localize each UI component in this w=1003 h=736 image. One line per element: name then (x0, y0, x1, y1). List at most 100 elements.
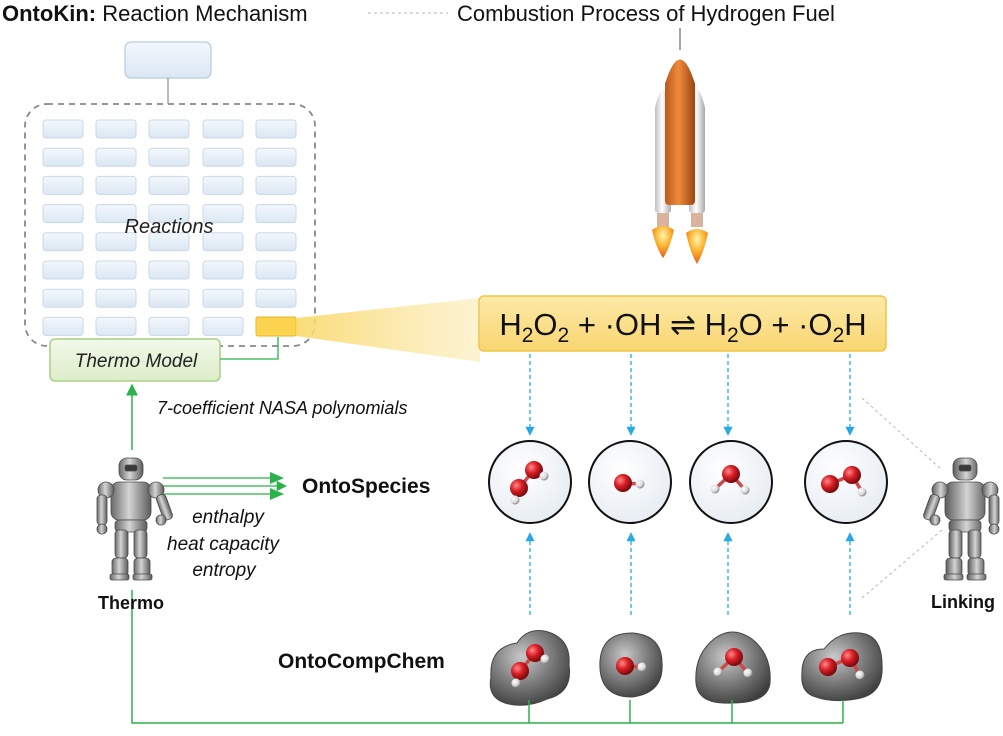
robot-foot-left (966, 573, 987, 581)
robot-arm-right (156, 494, 173, 521)
reaction-cell (148, 119, 190, 139)
reaction-cell (202, 147, 244, 167)
hydrogen-atom (635, 479, 645, 489)
reaction-cell (255, 260, 297, 280)
robot-leg-right (133, 529, 148, 559)
compchem-blob (695, 631, 771, 704)
robot-hand-left (988, 523, 1000, 535)
property-heat-capacity: heat capacity (167, 534, 280, 555)
reaction-cell (95, 204, 137, 224)
reaction-cell (42, 119, 84, 139)
eq-arrow: ⇌ (670, 307, 696, 342)
oxygen-atom (821, 475, 839, 493)
reaction-cell (42, 175, 84, 195)
property-arrowhead-1 (270, 472, 284, 484)
zoom-beam (296, 298, 480, 362)
reaction-cell (202, 232, 244, 252)
ontocompchem-label: OntoCompChem (278, 650, 445, 673)
reaction-cell (148, 204, 190, 224)
robot-foot-left (109, 573, 130, 581)
hydrogen-atom (710, 484, 720, 494)
oxygen-atom (526, 644, 544, 662)
reaction-cell (95, 316, 137, 336)
robot-arm-right (923, 494, 940, 521)
header-brand: OntoKin: (2, 1, 96, 26)
robot-hips (114, 519, 148, 533)
reaction-cell (255, 204, 297, 224)
hydrogen-atom (540, 654, 550, 664)
highlighted-reaction-cell (255, 316, 297, 337)
reaction-cell (95, 232, 137, 252)
reaction-cell (148, 260, 190, 280)
linking-dotted-bottom (861, 529, 943, 599)
thermo-agent-robot (96, 457, 173, 581)
compchem-blob (801, 632, 883, 702)
eq-h2: H (696, 307, 727, 342)
robot-visor (958, 464, 972, 472)
robot-shin-left (111, 557, 129, 577)
reaction-cell (148, 316, 190, 336)
reaction-cell (148, 232, 190, 252)
eq-h1: H (499, 307, 521, 342)
reaction-cell (255, 147, 297, 167)
reaction-cell (95, 288, 137, 308)
thermo-model-link (220, 337, 279, 360)
robot-torso (944, 481, 986, 521)
reaction-cell (255, 175, 297, 195)
oxygen-atom (616, 657, 634, 675)
reaction-cell (42, 204, 84, 224)
left-nozzle (657, 213, 669, 227)
species-circle (488, 440, 572, 524)
hydrogen-atom (857, 487, 867, 497)
reaction-cell (148, 175, 190, 195)
hydrogen-atom (713, 667, 723, 677)
reaction-cell (95, 260, 137, 280)
hydrogen-atom (511, 678, 521, 688)
compchem-blob (489, 630, 571, 706)
reaction-cell (42, 288, 84, 308)
hydrogen-atom (743, 668, 753, 678)
oxygen-atom (841, 649, 859, 667)
blue-dashed-arrows (525, 354, 855, 615)
compchem-blob (599, 632, 663, 698)
robot-shoulder-right (931, 481, 949, 499)
eq-sub3: 2 (727, 324, 739, 347)
reaction-cell (255, 288, 297, 308)
oxygen-atom (843, 466, 861, 484)
species-circles (488, 440, 888, 524)
header-title-right: Combustion Process of Hydrogen Fuel (457, 1, 835, 26)
reaction-cell (202, 288, 244, 308)
header-mechanism-text: Reaction Mechanism (96, 1, 308, 26)
robot-shin-left (967, 557, 985, 577)
reactions-label: Reactions (125, 216, 214, 238)
robot-foot-right (943, 573, 964, 581)
hydrogen-atom (637, 662, 647, 672)
linking-agent-label: Linking (931, 592, 995, 612)
nasa-polynomials-label: 7-coefficient NASA polynomials (157, 398, 407, 418)
robot-shin-right (945, 557, 963, 577)
robot-foot-right (132, 573, 153, 581)
oxygen-atom (725, 648, 743, 666)
right-nozzle (691, 213, 703, 227)
hydrogen-atom (510, 495, 520, 505)
electron-density-surface (695, 631, 771, 704)
robot-arm-left (96, 494, 108, 526)
eq-h3: H (844, 307, 866, 342)
thermo-agent-label: Thermo (98, 593, 164, 613)
eq-o-plus-o: O + ·O (739, 307, 833, 342)
reaction-cell (202, 119, 244, 139)
eq-plus-oh: + ·OH (569, 307, 670, 342)
robot-hand-left (96, 523, 108, 535)
reaction-cell (42, 232, 84, 252)
linking-agent-robot (923, 457, 1000, 581)
reaction-cell (42, 260, 84, 280)
eq-sub4: 2 (833, 324, 845, 347)
robot-leg-left (967, 529, 982, 559)
robot-leg-right (948, 529, 963, 559)
reaction-cell (255, 232, 297, 252)
species-circle (804, 440, 888, 524)
header-title-left: OntoKin: Reaction Mechanism (2, 1, 308, 26)
left-flame (652, 226, 674, 258)
reaction-cell (95, 119, 137, 139)
rocket-image (652, 59, 708, 264)
